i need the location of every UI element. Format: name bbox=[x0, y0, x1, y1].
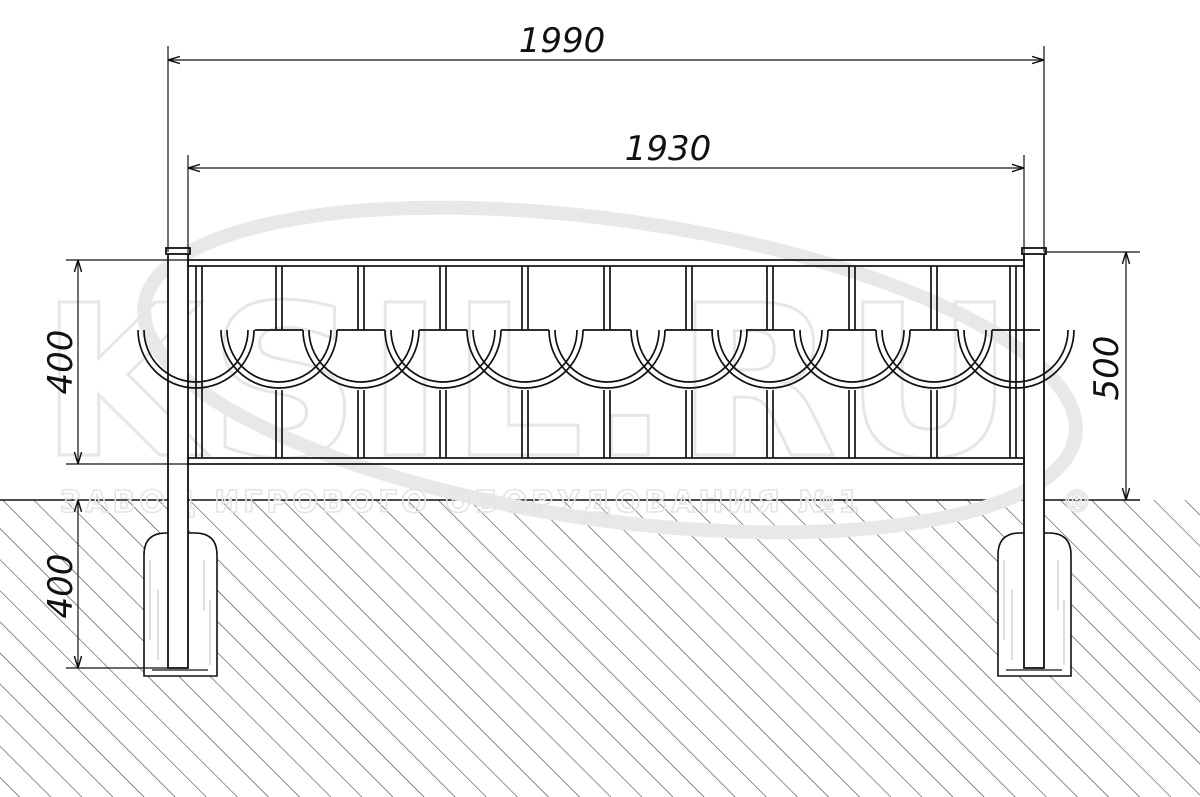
post-left bbox=[165, 247, 191, 669]
scallop-arc bbox=[636, 329, 742, 383]
dim-inner bbox=[187, 155, 1025, 260]
scallop-arc bbox=[143, 329, 249, 383]
dim-foundation bbox=[66, 500, 168, 669]
scallop-arc bbox=[548, 329, 666, 389]
scallop-arc bbox=[554, 329, 660, 383]
dim-overall bbox=[167, 46, 1045, 252]
scallop-arc bbox=[963, 329, 1069, 383]
dim-panel-height-label: 400 bbox=[41, 330, 81, 395]
scallop-arc bbox=[137, 329, 255, 389]
scallop-arc bbox=[875, 329, 993, 389]
fence-panel bbox=[137, 259, 1075, 465]
scallop-arc bbox=[630, 329, 748, 389]
scallop-arc bbox=[226, 329, 332, 383]
scallop-arc bbox=[302, 329, 420, 389]
post-right bbox=[1021, 247, 1047, 669]
scallop-arc bbox=[717, 329, 823, 383]
vertical-bars bbox=[275, 266, 938, 458]
scallop-arc bbox=[711, 329, 829, 389]
dim-overall-label: 1990 bbox=[519, 21, 606, 61]
scallop-arc bbox=[308, 329, 414, 383]
scallop-arc bbox=[881, 329, 987, 383]
scallop-arc bbox=[799, 329, 905, 383]
scallop-arc bbox=[466, 329, 584, 389]
top-rail bbox=[187, 259, 1025, 267]
dim-foundation-label: 400 bbox=[41, 554, 81, 619]
scallop-arc bbox=[957, 329, 1075, 389]
dim-inner-label: 1930 bbox=[625, 129, 712, 169]
scallop-arc bbox=[384, 329, 502, 389]
scallop-arc bbox=[220, 329, 338, 389]
scallop-arcs bbox=[137, 329, 1075, 389]
watermark-caption: ЗАВОД ИГРОВОГО ОБОРУДОВАНИЯ №1 bbox=[60, 485, 863, 520]
scallop-arc bbox=[390, 329, 496, 383]
dim-total-height-label: 500 bbox=[1087, 336, 1127, 401]
bottom-rail bbox=[187, 457, 1025, 465]
scallop-arc bbox=[472, 329, 578, 383]
dim-panel-height bbox=[66, 259, 188, 465]
dim-total-height bbox=[1044, 251, 1140, 500]
watermark-registered: ® bbox=[1062, 485, 1096, 520]
scallop-arc bbox=[793, 329, 911, 389]
